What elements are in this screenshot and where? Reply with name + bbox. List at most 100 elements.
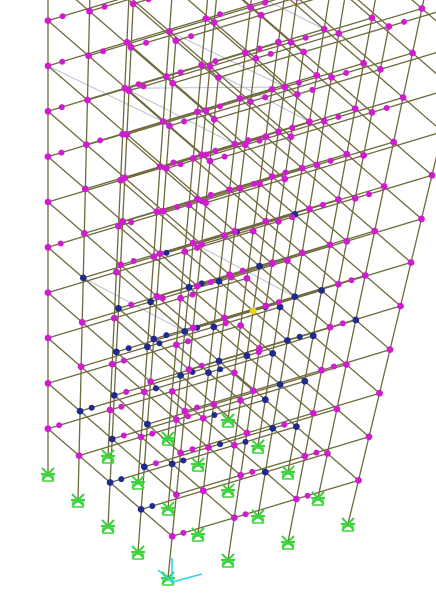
hinge [130,258,137,264]
hinge [144,420,151,428]
frame-member [290,111,373,138]
frame-member [82,301,151,323]
frame-member [143,466,177,496]
hinge [295,79,302,86]
hinge [371,227,379,235]
frame-member [146,346,182,376]
hinge [324,450,331,457]
hinge [163,73,170,80]
hinge [269,350,277,357]
hinge [226,271,233,278]
frame-member [124,87,164,122]
hinge [291,293,299,300]
hinge [97,137,104,144]
frame-member [363,62,404,98]
frame-member [301,230,375,254]
hinge [236,95,244,102]
frame-member [113,317,148,348]
hinge [368,14,376,22]
frame-member [242,0,262,16]
hinge [327,157,334,164]
fixed-support-icon [221,483,235,498]
fixed-support-icon [191,457,205,472]
hinge [267,50,274,57]
hinge [84,96,91,104]
axis-y [157,569,173,583]
hinge [123,130,131,138]
hinge [118,476,125,483]
frame-member [188,204,225,236]
hinge [399,94,407,101]
hinge [194,282,201,290]
frame-member [147,403,214,425]
frame-member [380,52,436,71]
hinge [110,392,118,399]
hinge [281,175,289,183]
hinge [293,91,301,98]
hinge [293,495,300,503]
hinge [247,98,254,105]
hinge [159,295,166,302]
frame-member [75,0,90,12]
faint-member [124,86,285,89]
hinge [163,165,170,172]
hinge [309,86,316,93]
frame-member [357,0,390,27]
hinge [202,107,210,114]
hinge [230,441,238,449]
hinge [262,0,269,6]
hinge [268,173,276,180]
hinge [58,149,65,156]
frame-member [47,363,113,384]
frame-member [47,156,86,190]
hinge [326,323,334,331]
frame-member [202,490,235,519]
hinge [85,52,92,60]
frame-member [253,369,322,392]
hinge [261,396,269,404]
hinge [252,55,260,62]
hinge [284,337,291,344]
frame-member [203,471,266,492]
hinge [173,416,180,424]
frame-member [156,211,194,244]
fixed-support-icon [281,535,295,550]
hinge [366,191,372,198]
hinge [106,479,114,486]
hinge [418,5,426,12]
frame-member [88,55,130,92]
hinge [189,324,197,332]
hinge [376,389,383,397]
hinge [206,157,214,165]
hinge [231,227,239,235]
hinge [189,155,197,162]
hinge [320,117,328,125]
frame-member [246,355,281,385]
hinge [256,137,263,144]
hinge [330,363,337,370]
hinge [156,250,164,258]
frame-member [355,319,391,351]
hinge [242,438,249,445]
hinge [301,377,309,385]
hinge [44,62,52,70]
hinge [212,147,219,154]
hinge [79,274,87,282]
hinge [262,302,270,310]
hinge [181,328,189,335]
hinge [159,118,167,125]
frame-member [331,76,373,113]
frame-member [218,360,254,392]
hinge [257,11,265,19]
frame-member [303,25,389,53]
frame-member [132,3,177,42]
global-axes-icon [157,558,203,583]
frame-member [244,144,286,180]
frame-member [214,93,298,120]
frame-member [321,289,357,321]
hinge [44,17,52,24]
hinge [268,260,276,268]
hinge [110,314,118,322]
hinge [217,441,224,448]
